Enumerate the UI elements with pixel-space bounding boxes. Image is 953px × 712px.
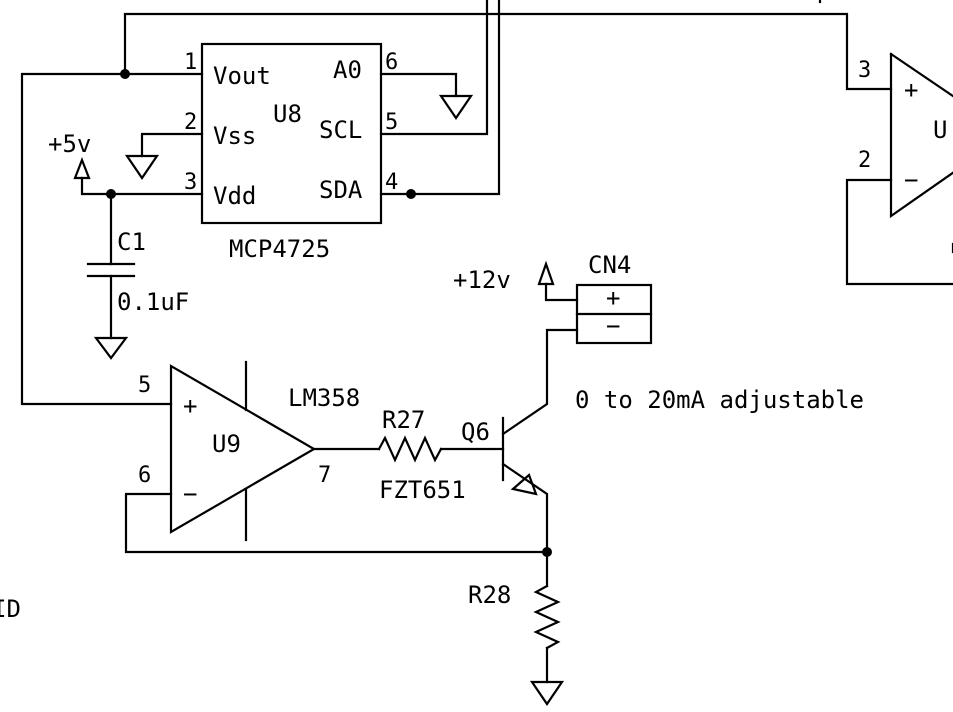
- capacitor-c1: C1 0.1uF: [86, 192, 189, 360]
- edge-label-cropped: ID: [0, 595, 21, 623]
- u-right-pin-num-minus: 2: [858, 148, 871, 173]
- supply-12v: +12v: [453, 260, 579, 302]
- u8-pin-num-3: 3: [184, 170, 197, 195]
- q6-part: FZT651: [379, 476, 466, 504]
- q6-collector: [501, 328, 579, 436]
- junction-sda: [406, 189, 416, 199]
- u8-pin-num-2: 2: [184, 110, 197, 135]
- u9-sign-plus: +: [183, 392, 197, 420]
- u9-pin-num-minus: 6: [138, 463, 151, 488]
- u9-pin-num-out: 7: [318, 463, 331, 488]
- u8-pin-name-sda: SDA: [319, 176, 363, 204]
- wire-a0-ground: [379, 72, 474, 120]
- u-right-ref: U: [933, 116, 947, 144]
- resistor-r28-group: R28: [468, 550, 565, 706]
- ground-icon: [124, 154, 160, 180]
- connector-cn4: + − CN4: [575, 251, 653, 345]
- power-arrow-icon: [537, 260, 555, 286]
- label-plus-12v: +12v: [453, 266, 511, 294]
- wire-top-bus: [123, 0, 893, 196]
- u8-pin-name-vdd: Vdd: [213, 182, 256, 210]
- u-right-opamp: + − U 3 2: [845, 52, 953, 286]
- u8-pin-num-6: 6: [385, 50, 398, 75]
- u9-ref: U9: [212, 430, 241, 458]
- cn4-minus: −: [606, 312, 620, 340]
- u8-pin-name-scl: SCL: [319, 116, 362, 144]
- u8-pin-name-vss: Vss: [213, 122, 256, 150]
- ground-icon: [93, 336, 129, 360]
- u9-sign-minus: −: [183, 480, 197, 508]
- u8-pin-num-5: 5: [385, 110, 398, 135]
- resistor-r27: [377, 435, 443, 463]
- u8-pin-name-vout: Vout: [213, 62, 271, 90]
- r28-ref: R28: [468, 581, 511, 609]
- u8-part: MCP4725: [229, 235, 330, 263]
- u8-pin-num-4: 4: [385, 170, 398, 195]
- supply-5v: +5v: [48, 130, 204, 199]
- wire-vout-net: [20, 69, 204, 406]
- u-right-pin-num-plus: 3: [858, 58, 871, 83]
- cn4-ref: CN4: [588, 251, 631, 279]
- ground-icon: [438, 94, 474, 120]
- u8-dac: Vout Vss Vdd A0 SCL SDA U8 MCP4725 1 2 3…: [184, 42, 398, 263]
- wire-u9-out: R27: [312, 406, 505, 463]
- resistor-r28: [533, 584, 561, 650]
- q6-emitter: [501, 462, 549, 554]
- u9-part: LM358: [288, 384, 360, 412]
- transistor-q6: Q6 FZT651: [379, 328, 579, 554]
- u-right-sign-minus: −: [904, 166, 918, 194]
- emitter-arrow-icon: [510, 473, 538, 496]
- q6-ref: Q6: [461, 418, 490, 446]
- label-plus-5v: +5v: [48, 130, 91, 158]
- u8-pin-name-a0: A0: [333, 56, 362, 84]
- u8-pin-num-1: 1: [184, 50, 197, 75]
- c1-value: 0.1uF: [117, 288, 189, 316]
- u-right-sign-plus: +: [904, 76, 918, 104]
- junction-vout: [120, 69, 130, 79]
- power-arrow-icon: [73, 156, 91, 180]
- wire-vss-ground: [124, 132, 204, 180]
- r27-ref: R27: [382, 406, 425, 434]
- u-right-body: [889, 52, 953, 219]
- c1-ref: C1: [117, 228, 146, 256]
- u9-pin-num-plus: 5: [138, 373, 151, 398]
- cn4-plus: +: [606, 284, 620, 312]
- note-current-range: 0 to 20mA adjustable: [575, 386, 864, 414]
- ground-icon: [529, 680, 565, 706]
- u8-ref: U8: [273, 100, 302, 128]
- u9-body: [169, 364, 317, 534]
- u9-opamp: + − U9 LM358 5 6 7: [138, 360, 360, 542]
